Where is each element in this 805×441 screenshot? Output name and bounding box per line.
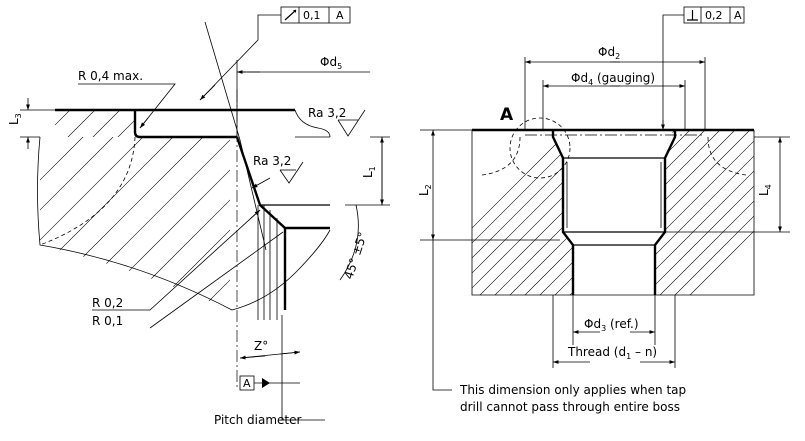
hole-profile-right [653, 130, 677, 295]
runout-leader [199, 14, 281, 101]
d4-extension [542, 80, 686, 130]
hidden-contour [39, 136, 136, 246]
left-hatching [40, 137, 230, 310]
thread-root-lines [566, 162, 662, 228]
l3-label: L3 [7, 113, 23, 125]
runout-tolerance-frame: 0,1 A [280, 6, 351, 24]
perpendicularity-icon [687, 10, 698, 21]
perp-datum: A [734, 9, 742, 22]
angle-arc [339, 204, 359, 281]
angle-label: 45° ±5° [342, 230, 370, 281]
left-section-view: L3 L1 Φd5 0,1 A R 0,4 max. Ra 3,2 [7, 6, 390, 427]
datum-a-label: A [243, 377, 251, 390]
runout-value: 0,1 [303, 9, 321, 22]
phi-d3-label: Φd3 (ref.) [584, 317, 639, 333]
right-section-view: A 0,2 A Φd2 Φd4 (gauging) L2 L4 [417, 6, 790, 414]
l4-label: L4 [757, 184, 773, 196]
r04-leader [78, 83, 176, 129]
note-leader [432, 240, 452, 391]
right-hatching [472, 130, 754, 295]
l2-extension [420, 129, 560, 241]
phi-d4-label: Φd4 (gauging) [571, 71, 655, 87]
r02-leader [92, 209, 261, 311]
note-line-1: This dimension only applies when tap [459, 383, 686, 397]
counterbore-edge [133, 110, 237, 139]
z-angle-label: Z° [254, 339, 268, 353]
hidden-left [481, 136, 521, 176]
thread-label: Thread (d1 – n) [567, 345, 657, 361]
ra-top-label: Ra 3,2 [308, 106, 346, 120]
detail-a-label: A [500, 105, 514, 125]
r04-max-label: R 0,4 max. [78, 69, 143, 83]
runout-icon [284, 9, 297, 21]
chamfer-profile [235, 136, 330, 230]
r01-leader [149, 231, 284, 329]
r01-label: R 0,1 [92, 314, 123, 328]
ra-top-symbol [337, 109, 366, 137]
thread-extension [552, 295, 676, 368]
perp-leader [662, 14, 684, 130]
detail-circle [509, 117, 571, 179]
l1-label: L1 [361, 166, 377, 178]
part-outline [471, 130, 755, 296]
d2-extension [524, 57, 706, 130]
l2-label: L2 [417, 184, 433, 196]
hidden-right [707, 136, 747, 176]
ra-mid-symbol [279, 161, 304, 184]
pitch-leader [281, 315, 325, 421]
hole-profile-left [551, 130, 575, 295]
r02-label: R 0,2 [92, 296, 123, 310]
phi-d2-label: Φd2 [598, 45, 620, 61]
d3-extension [572, 295, 656, 345]
l4-extension [665, 136, 790, 233]
perp-value: 0,2 [705, 9, 723, 22]
ra-mid-label: Ra 3,2 [253, 154, 291, 168]
left-upper-hatching [55, 110, 135, 137]
note-line-2: drill cannot pass through entire boss [460, 400, 680, 414]
pitch-diameter-label: Pitch diameter [214, 413, 301, 427]
hole-step-lines [563, 157, 665, 246]
datum-triangle [262, 378, 270, 388]
runout-datum: A [336, 9, 344, 22]
perpendicularity-tolerance-frame: 0,2 A [683, 6, 745, 24]
left-break-line-top [294, 109, 331, 138]
thread-lines [257, 205, 278, 320]
l1-extension [345, 136, 390, 206]
left-break-line [37, 136, 331, 311]
phi-d5-label: Φd5 [320, 55, 342, 71]
left-extension-lines [20, 109, 330, 138]
